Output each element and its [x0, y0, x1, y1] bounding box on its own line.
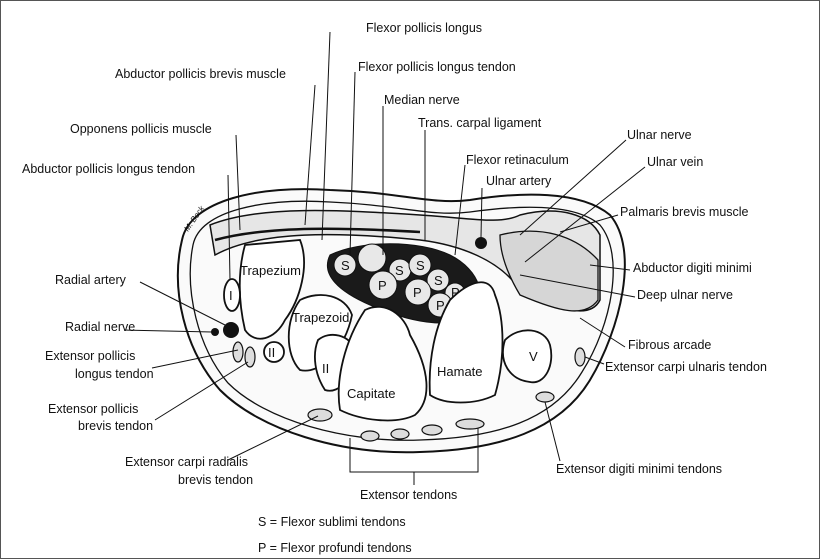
label-trans-carpal-ligament: Trans. carpal ligament — [418, 116, 542, 130]
label-ulnar-vein: Ulnar vein — [647, 155, 703, 169]
label-abductor-pollicis-longus-tendon: Abductor pollicis longus tendon — [22, 162, 195, 176]
metacarpal-1-label: I — [229, 288, 233, 303]
label-ulnar-nerve: Ulnar nerve — [627, 128, 692, 142]
label-abductor-pollicis-brevis: Abductor pollicis brevis muscle — [115, 67, 286, 81]
label-radial-nerve: Radial nerve — [65, 320, 135, 334]
carpal-bones — [223, 239, 553, 422]
metacarpal-3-label: II — [322, 361, 329, 376]
label-epb-line2: brevis tendon — [78, 419, 153, 433]
label-epl-line1: Extensor pollicis — [45, 349, 135, 363]
radial-artery-vessel — [223, 322, 239, 338]
profundi-mark: P — [451, 285, 460, 300]
labels: Flexor pollicis longus Abductor pollicis… — [22, 21, 767, 502]
sublimi-mark: S — [416, 258, 425, 273]
label-flexor-retinaculum: Flexor retinaculum — [466, 153, 569, 167]
ulnar-artery-vessel — [475, 237, 487, 249]
label-ecu: Extensor carpi ulnaris tendon — [605, 360, 767, 374]
label-edm: Extensor digiti minimi tendons — [556, 462, 722, 476]
extensor-tendons — [232, 341, 586, 442]
label-flexor-pollicis-longus-tendon: Flexor pollicis longus tendon — [358, 60, 516, 74]
radial-nerve-vessel — [211, 328, 219, 336]
label-opponens-pollicis: Opponens pollicis muscle — [70, 122, 212, 136]
label-epl-line2: longus tendon — [75, 367, 154, 381]
hamate-label: Hamate — [437, 364, 483, 379]
label-flexor-pollicis-longus: Flexor pollicis longus — [366, 21, 482, 35]
label-palmaris-brevis: Palmaris brevis muscle — [620, 205, 749, 219]
label-median-nerve: Median nerve — [384, 93, 460, 107]
profundi-mark: P — [436, 298, 445, 313]
trapezium-label: Trapezium — [240, 263, 301, 278]
label-ecrb-line1: Extensor carpi radialis — [125, 455, 248, 469]
label-ecrb-line2: brevis tendon — [178, 473, 253, 487]
capitate-label: Capitate — [347, 386, 395, 401]
sublimi-mark: S — [341, 258, 350, 273]
legend: S = Flexor sublimi tendons P = Flexor pr… — [258, 515, 412, 555]
leader-lines — [123, 31, 646, 485]
profundi-mark: P — [378, 278, 387, 293]
legend-sublimi: S = Flexor sublimi tendons — [258, 515, 406, 529]
label-deep-ulnar-nerve: Deep ulnar nerve — [637, 288, 733, 302]
metacarpal-5-label: V — [529, 349, 538, 364]
label-fibrous-arcade: Fibrous arcade — [628, 338, 711, 352]
legend-profundi: P = Flexor profundi tendons — [258, 541, 412, 555]
sublimi-mark: S — [395, 263, 404, 278]
profundi-mark: P — [413, 285, 422, 300]
metacarpal-2-label: II — [268, 345, 275, 360]
trapezoid-label: Trapezoid — [292, 310, 349, 325]
label-abductor-digiti-minimi: Abductor digiti minimi — [633, 261, 752, 275]
label-ulnar-artery: Ulnar artery — [486, 174, 552, 188]
label-epb-line1: Extensor pollicis — [48, 402, 138, 416]
label-radial-artery: Radial artery — [55, 273, 127, 287]
label-extensor-tendons: Extensor tendons — [360, 488, 457, 502]
sublimi-mark: S — [434, 273, 443, 288]
